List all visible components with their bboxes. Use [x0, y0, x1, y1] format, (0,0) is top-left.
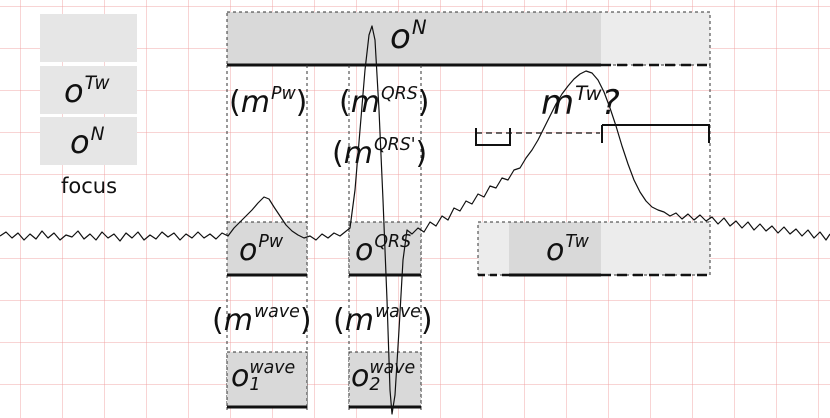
legend-tw-symbol: oTw [64, 72, 110, 110]
observation-box-tw-outline [477, 221, 711, 276]
label-m-qrs: (mQRS) [339, 84, 430, 120]
observation-box-n-extension [601, 12, 710, 65]
legend-item-tw: oTw [40, 66, 137, 114]
observation-box-tw [509, 222, 601, 275]
label-o-tw: oTw [546, 232, 589, 268]
label-m-wave-1: (mwave) [212, 302, 312, 338]
label-m-qrs-alt: (mQRS') [332, 135, 428, 171]
legend-caption: focus [61, 174, 118, 198]
label-m-tw: mTw? [541, 81, 620, 123]
label-o-n: oN [390, 15, 427, 57]
legend-item-n: oN [40, 117, 137, 165]
observation-box-tw-before [478, 222, 509, 275]
legend-n-symbol: oN [70, 123, 105, 161]
label-o-qrs: oQRS [355, 232, 412, 268]
observation-box-n [227, 12, 601, 65]
observation-box-wave-2 [348, 351, 422, 408]
label-m-pw: (mPw) [229, 84, 308, 120]
legend-empty-box [40, 14, 137, 62]
label-m-wave-2: (mwave) [333, 302, 433, 338]
t-wave-search-interval [475, 124, 710, 146]
observation-box-tw-after [601, 222, 710, 275]
ecg-signal-trace [0, 25, 830, 415]
observation-box-pw [226, 221, 308, 276]
observation-box-n-outline [226, 11, 711, 66]
label-o-pw: oPw [239, 232, 284, 268]
